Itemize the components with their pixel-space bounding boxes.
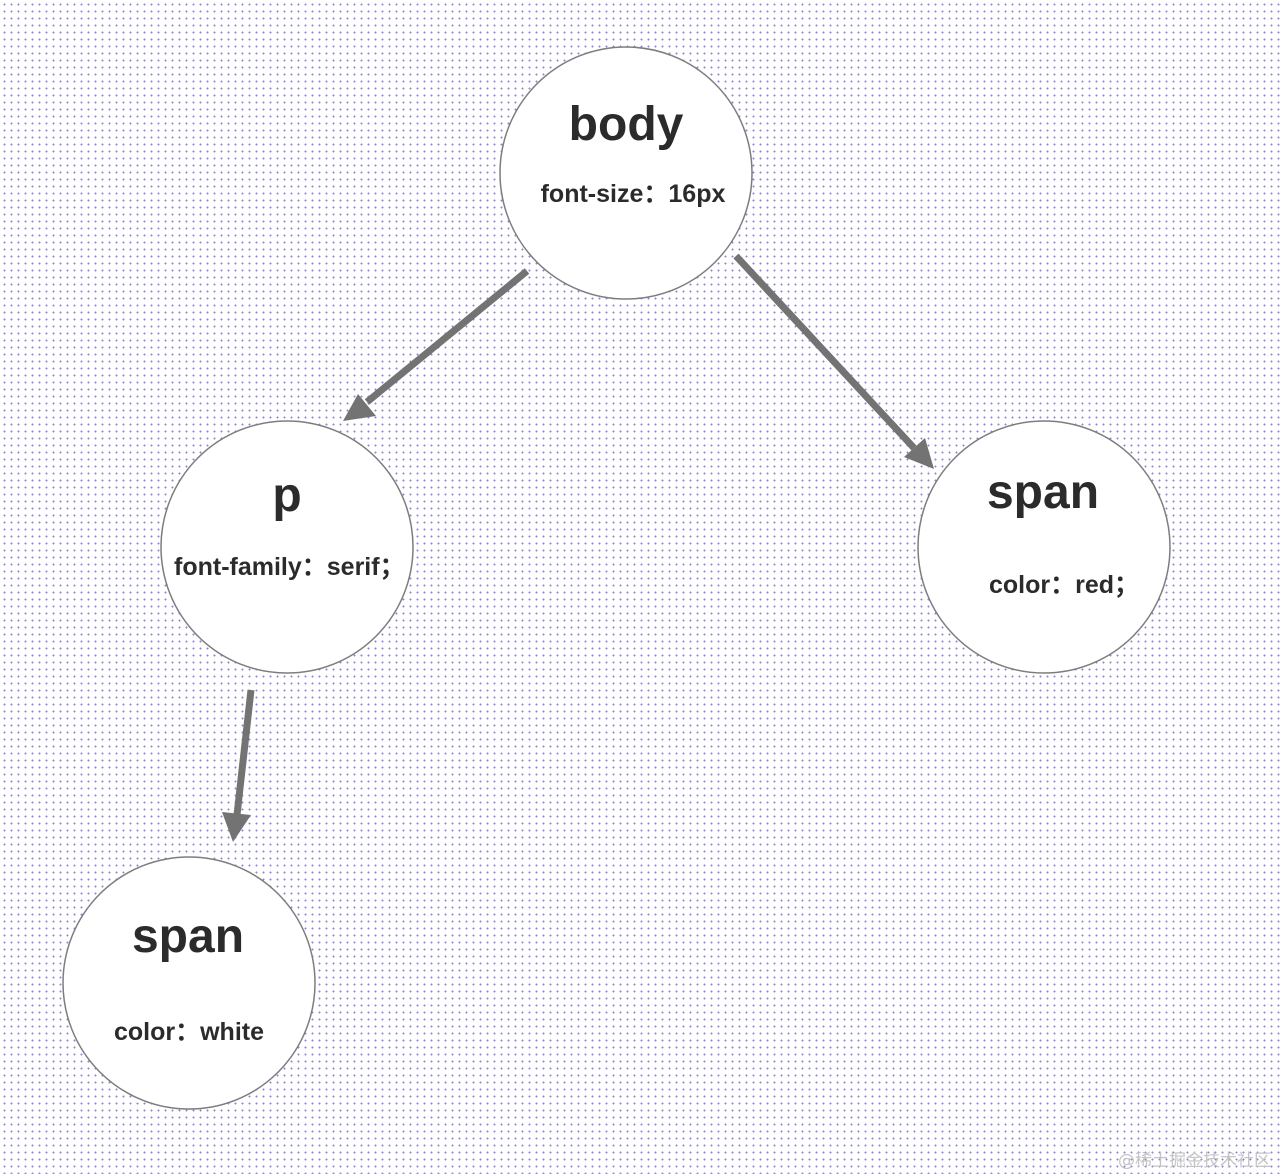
edge-p-to-span-bottom xyxy=(222,689,255,842)
node-property: font-family：serif； xyxy=(174,553,405,581)
node-property: font-size：16px xyxy=(541,180,726,208)
node-span-right: span color：red； xyxy=(917,420,1171,674)
node-property: color：red； xyxy=(989,571,1139,599)
node-p: p font-family：serif； xyxy=(160,420,414,674)
node-title: span xyxy=(132,910,244,963)
node-body: body font-size：16px xyxy=(499,46,753,300)
node-property: color：white xyxy=(114,1018,264,1046)
arrow-head-icon xyxy=(222,812,251,842)
node-title: p xyxy=(272,469,301,522)
watermark: @稀土掘金技术社区 xyxy=(1118,1151,1271,1171)
node-circle xyxy=(62,856,316,1110)
arrow-head-icon xyxy=(904,438,934,469)
node-title: span xyxy=(987,466,1099,519)
edge-body-to-p xyxy=(343,268,530,421)
node-circle xyxy=(499,46,753,300)
node-circle xyxy=(160,420,414,674)
arrow-head-icon xyxy=(343,394,376,421)
edge-body-to-span-right xyxy=(733,253,934,469)
node-span-bottom: span color：white xyxy=(62,856,316,1110)
node-circle xyxy=(917,420,1171,674)
node-title: body xyxy=(569,98,684,151)
